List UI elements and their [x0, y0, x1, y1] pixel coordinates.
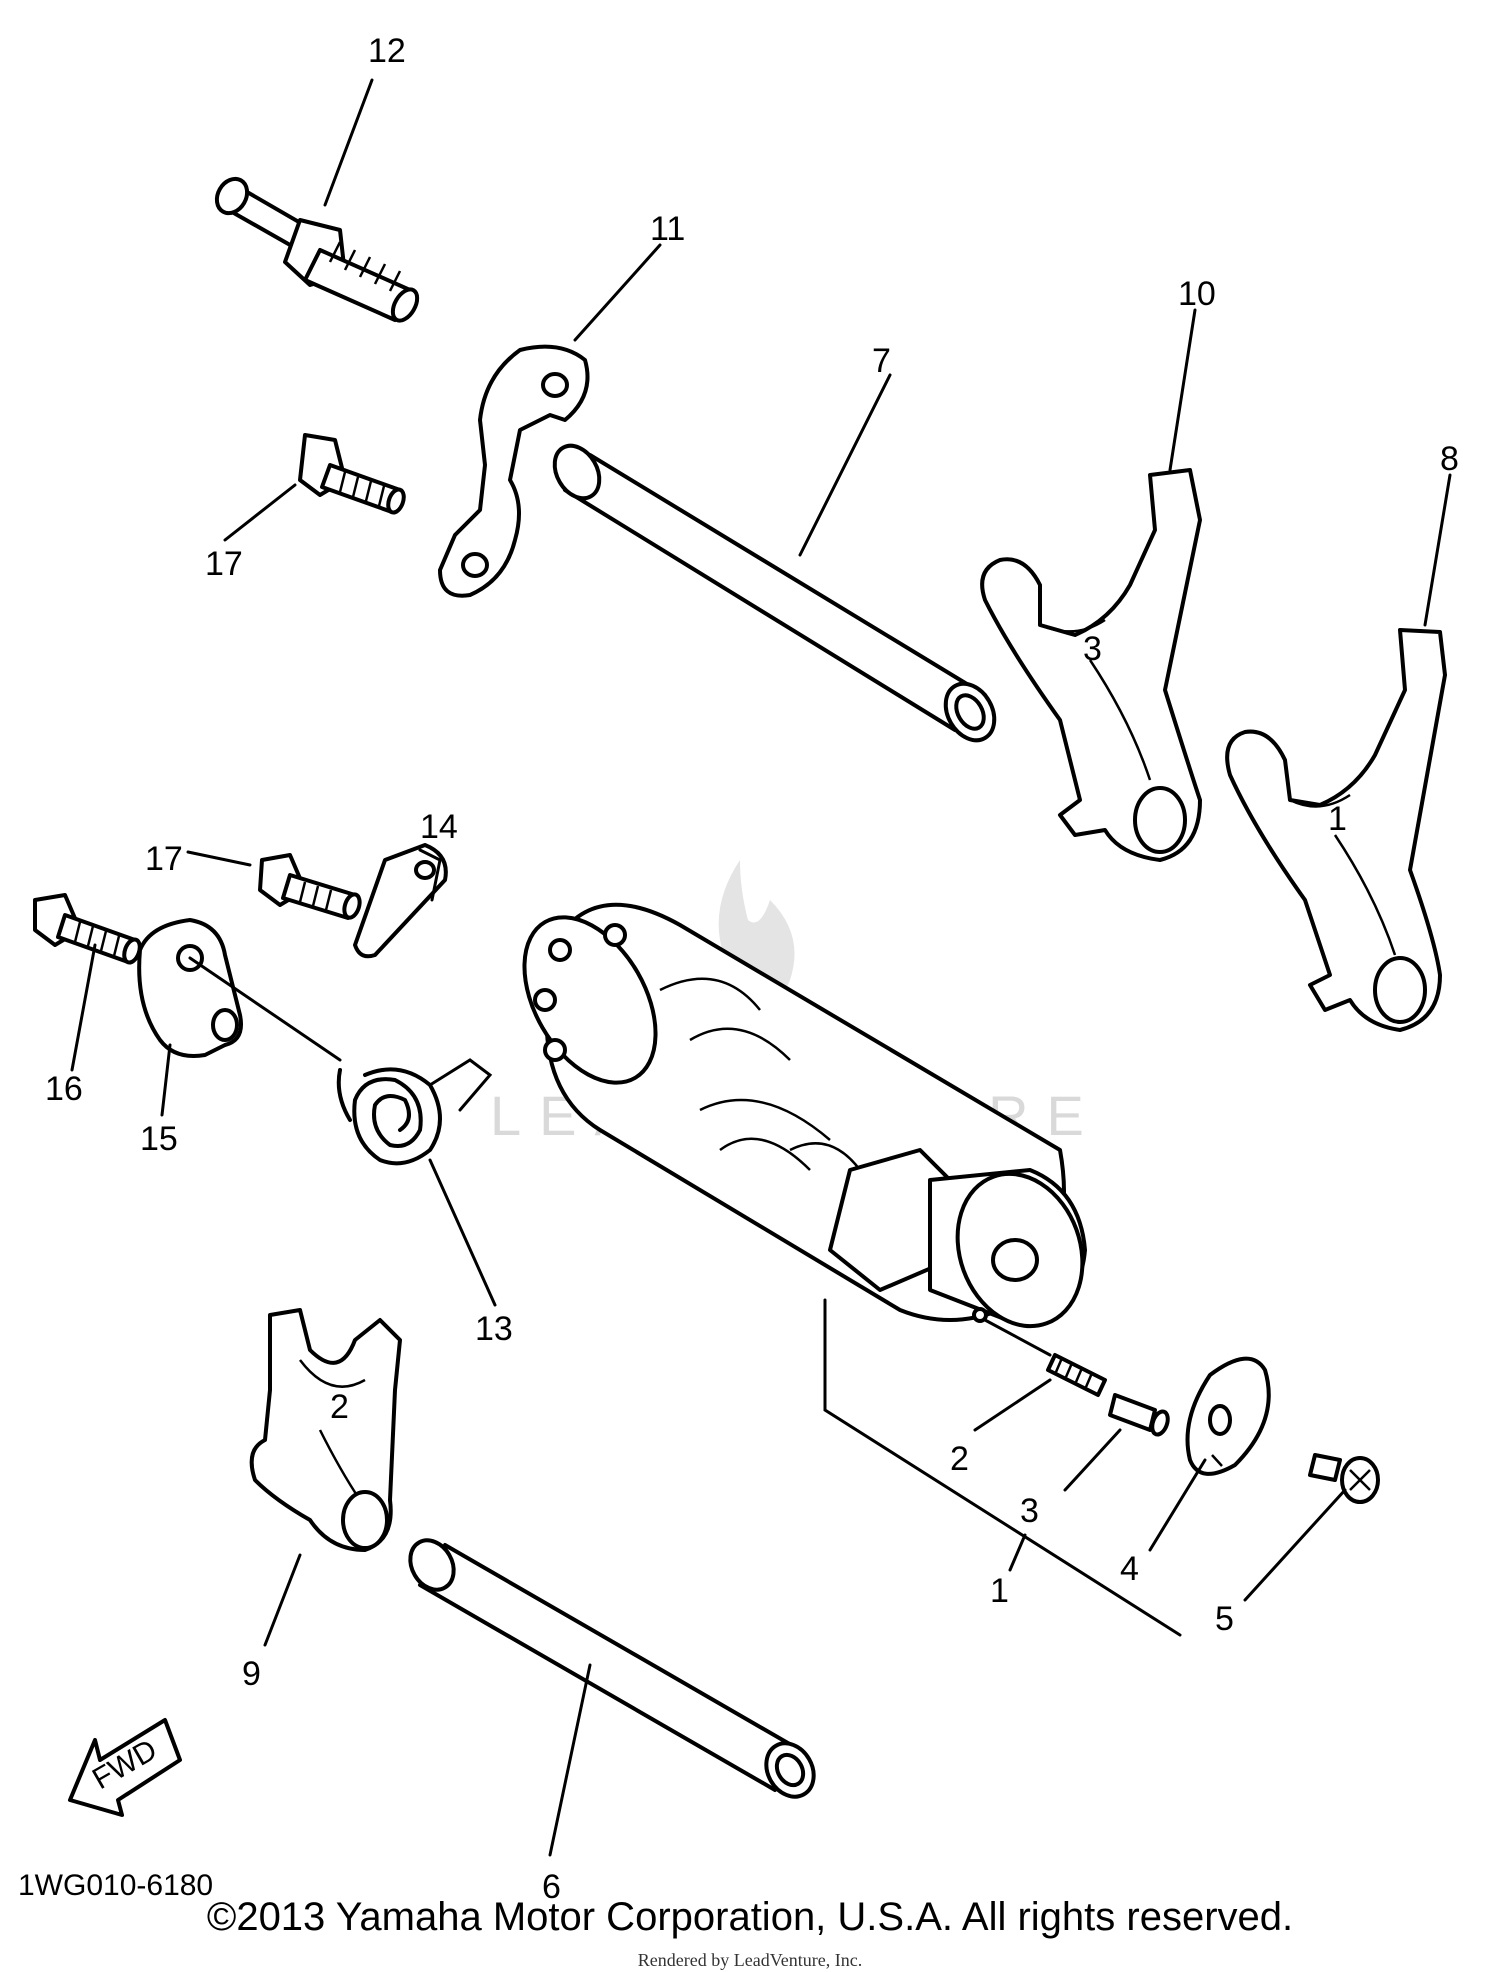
- part-9-shift-fork[interactable]: 2: [249, 1308, 402, 1552]
- callout-17-top: 17: [205, 545, 243, 583]
- part-14-stopper-plate[interactable]: [353, 843, 448, 959]
- callout-17-middle: 17: [145, 840, 183, 878]
- part-17-bolt-middle[interactable]: [258, 853, 362, 920]
- fork-9-mark: 2: [330, 1388, 349, 1426]
- part-3-pin[interactable]: [1108, 1393, 1171, 1437]
- fork-8-mark: 1: [1328, 800, 1347, 838]
- callout-5: 5: [1215, 1600, 1234, 1638]
- part-12-stud-bolt[interactable]: [211, 173, 422, 324]
- callout-14: 14: [420, 808, 458, 846]
- part-6-shaft[interactable]: [402, 1532, 823, 1805]
- callout-7: 7: [872, 342, 891, 380]
- part-15-lever[interactable]: [137, 918, 243, 1058]
- callout-15: 15: [140, 1120, 178, 1158]
- diagram-code: 1WG010-6180: [18, 1869, 213, 1902]
- callout-10: 10: [1178, 275, 1216, 313]
- callout-9: 9: [242, 1655, 261, 1693]
- part-4-washer[interactable]: [1185, 1356, 1271, 1476]
- fwd-arrow-icon: FWD: [68, 1718, 182, 1817]
- part-7-shaft[interactable]: [546, 438, 1004, 749]
- callout-13: 13: [475, 1310, 513, 1348]
- part-16-bolt[interactable]: [33, 893, 143, 965]
- part-2-spring[interactable]: [983, 1318, 1107, 1397]
- fork-10-mark: 3: [1083, 630, 1102, 668]
- part-1-shift-drum[interactable]: [497, 895, 1103, 1344]
- callout-1: 1: [990, 1572, 1009, 1610]
- part-11-bracket[interactable]: [438, 344, 590, 598]
- part-17-bolt-top[interactable]: [298, 433, 407, 515]
- callout-12: 12: [368, 32, 406, 70]
- callout-11: 11: [650, 210, 685, 248]
- callouts: 12 11 7 10 8 17 14 17 16 15 13 2 3 1 4 5…: [45, 32, 1459, 1906]
- callout-4: 4: [1120, 1550, 1139, 1588]
- callout-2: 2: [950, 1440, 969, 1478]
- leader-lines: [70, 78, 1452, 1857]
- callout-16: 16: [45, 1070, 83, 1108]
- part-10-shift-fork[interactable]: 3: [980, 468, 1202, 862]
- callout-8: 8: [1440, 440, 1459, 478]
- callout-3: 3: [1020, 1492, 1039, 1530]
- part-5-screw[interactable]: [1308, 1453, 1380, 1504]
- callout-6: 6: [542, 1868, 561, 1906]
- part-8-shift-fork[interactable]: 1: [1225, 628, 1447, 1032]
- rendered-by-notice: Rendered by LeadVenture, Inc.: [637, 1950, 863, 1970]
- part-13-spring[interactable]: [188, 956, 493, 1166]
- copyright-notice: ©2013 Yamaha Motor Corporation, U.S.A. A…: [206, 1895, 1294, 1939]
